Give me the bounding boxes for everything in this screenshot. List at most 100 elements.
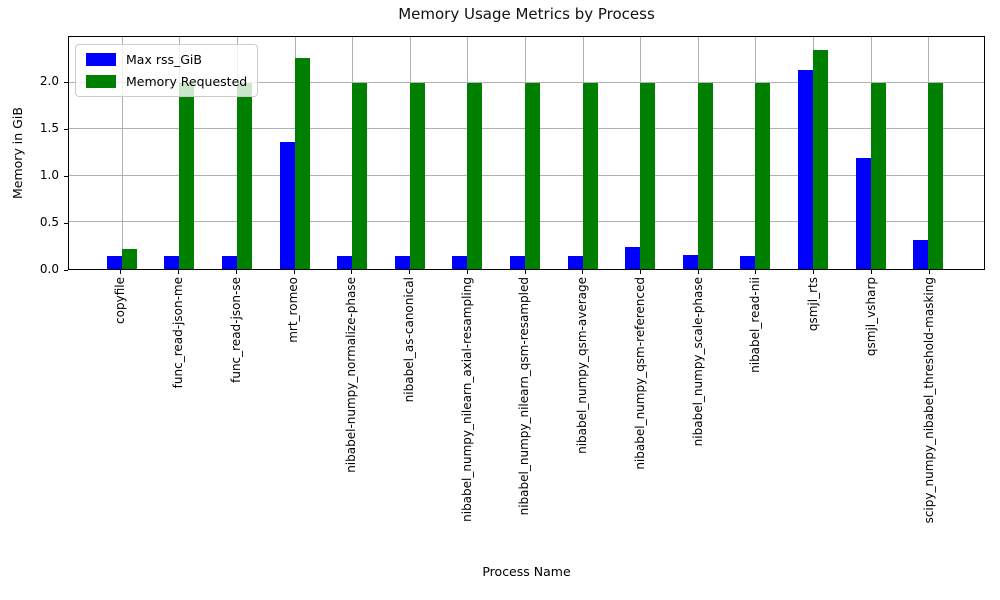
x-tick-cell: nibabel-numpy_normalize-phase (323, 277, 381, 523)
bar-max-rss (394, 255, 410, 269)
y-tick-mark (64, 269, 68, 271)
x-tick-mark (639, 270, 641, 274)
bar-memory-requested (524, 82, 540, 269)
x-tick-label: nibabel_numpy_qsm-referenced (632, 277, 647, 470)
x-tick-cell: nibabel_numpy_qsm-average (554, 277, 612, 523)
x-tick-cell: scipy_numpy_nibabel_threshold-masking (900, 277, 958, 523)
bar-pair (727, 37, 785, 269)
x-tick-mark (409, 270, 411, 274)
x-axis-label: Process Name (482, 564, 571, 579)
x-tick-cell: nibabel_as-canonical (381, 277, 439, 523)
x-tick-cell: nibabel_numpy_scale-phase (669, 277, 727, 523)
x-tick-mark (524, 270, 526, 274)
bar-memory-requested (179, 82, 195, 269)
bar-max-rss (682, 255, 698, 269)
bar-max-rss (337, 255, 353, 269)
x-tick-mark (351, 270, 353, 274)
gridline (69, 81, 984, 83)
legend-swatch-memory-requested (86, 75, 116, 88)
bar-memory-requested (640, 82, 656, 269)
bar-max-rss (509, 255, 525, 269)
bar-memory-requested (812, 50, 828, 269)
legend-entry-max-rss: Max rss_GiB (86, 52, 247, 67)
x-tick-mark (870, 270, 872, 274)
x-tick-mark (813, 270, 815, 274)
bar-pair (554, 37, 612, 269)
y-tick-label: 1.5 (39, 121, 59, 136)
x-tick-cell: nibabel_numpy_nilearn_axial-resampling (438, 277, 496, 523)
y-tick-mark (64, 175, 68, 177)
x-tick-label: nibabel_numpy_qsm-average (575, 277, 590, 454)
legend: Max rss_GiB Memory Requested (75, 44, 259, 97)
bar-memory-requested (928, 82, 944, 269)
bar-memory-requested (697, 82, 713, 269)
x-tick-label: nibabel_numpy_scale-phase (690, 277, 705, 447)
x-tick-mark (235, 270, 237, 274)
x-tick-cell: nibabel_numpy_nilearn_qsm-resampled (496, 277, 554, 523)
chart-title: Memory Usage Metrics by Process (398, 5, 655, 23)
x-tick-cell: mrt_romeo (265, 277, 323, 523)
bar-group (208, 37, 266, 269)
x-tick-cell: nibabel_read-nii (727, 277, 785, 523)
bar-memory-requested (870, 82, 886, 269)
x-tick-cell: nibabel_numpy_qsm-referenced (612, 277, 670, 523)
x-tick-label: mrt_romeo (286, 277, 301, 343)
bar-memory-requested (755, 82, 771, 269)
x-tick-mark (178, 270, 180, 274)
bar-max-rss (279, 142, 295, 269)
bar-pair (611, 37, 669, 269)
bar-max-rss (567, 255, 583, 269)
bar-pair (439, 37, 497, 269)
legend-label-memory-requested: Memory Requested (126, 74, 248, 89)
x-tick-label: qsmjl_vsharp (863, 277, 878, 357)
bar-max-rss (164, 255, 180, 269)
x-tick-label: nibabel_numpy_nilearn_axial-resampling (459, 277, 474, 522)
bar-max-rss (452, 255, 468, 269)
x-tick-label: qsmjl_rts (806, 277, 821, 332)
bar-memory-requested (121, 249, 137, 269)
x-tick-label: copyfile (113, 277, 128, 324)
bar-group (93, 37, 151, 269)
bar-group (784, 37, 842, 269)
legend-swatch-max-rss (86, 53, 116, 66)
bar-pair (496, 37, 554, 269)
x-tick-label: scipy_numpy_nibabel_threshold-masking (921, 277, 936, 524)
bar-max-rss (913, 240, 929, 269)
x-tick-mark (293, 270, 295, 274)
bar-pair (842, 37, 900, 269)
x-tick-cell: qsmjl_rts (785, 277, 843, 523)
x-tick-cell: copyfile (92, 277, 150, 523)
bar-group (496, 37, 554, 269)
x-tick-label: func_read-json-me (171, 277, 185, 389)
x-tick-mark (697, 270, 699, 274)
bar-memory-requested (582, 82, 598, 269)
plot-area: Max rss_GiB Memory Requested (68, 36, 985, 270)
bar-max-rss (797, 69, 813, 269)
x-tick-labels: copyfile func_read-json-me func_read-json-… (68, 277, 985, 523)
bar-pair (381, 37, 439, 269)
bar-pair (93, 37, 151, 269)
x-tick-mark (466, 270, 468, 274)
bar-group (381, 37, 439, 269)
y-tick-label: 1.0 (39, 168, 59, 183)
bar-groups (69, 37, 984, 269)
bar-pair (208, 37, 266, 269)
bar-max-rss (855, 158, 871, 269)
x-tick-label: func_read-json-se (228, 277, 243, 383)
x-tick-label: nibabel-numpy_normalize-phase (344, 277, 359, 473)
x-tick-mark (120, 270, 122, 274)
x-tick-cell: qsmjl_vsharp (843, 277, 901, 523)
bar-memory-requested (467, 82, 483, 269)
bar-memory-requested (409, 82, 425, 269)
bar-group (323, 37, 381, 269)
bar-group (842, 37, 900, 269)
legend-entry-memory-requested: Memory Requested (86, 74, 247, 89)
bar-max-rss (740, 255, 756, 269)
bar-pair (266, 37, 324, 269)
x-tick-cell: func_read-json-se (207, 277, 265, 523)
bar-pair (151, 37, 209, 269)
y-tick-label: 0.5 (39, 215, 59, 229)
bar-pair (784, 37, 842, 269)
y-tick-mark (64, 128, 68, 130)
